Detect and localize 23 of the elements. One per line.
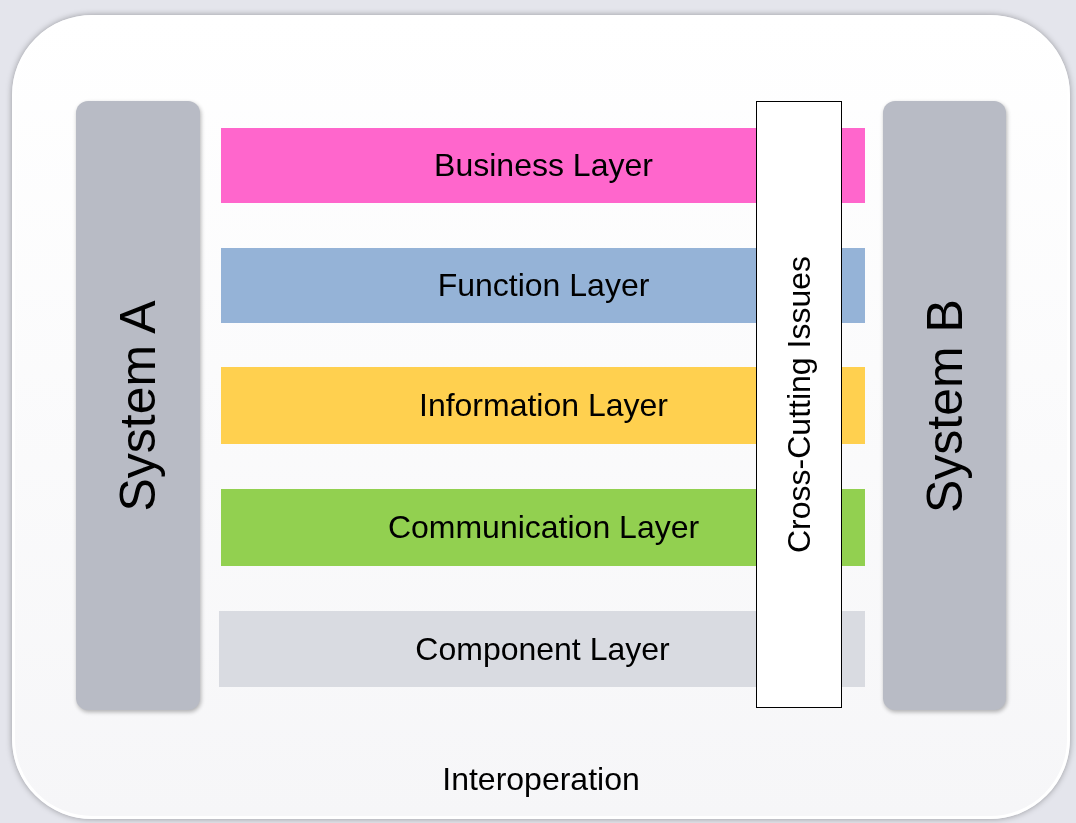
cross-cutting-bar — [756, 101, 842, 708]
layer-band — [219, 611, 757, 687]
layer-band — [221, 489, 757, 566]
layer-band — [221, 367, 757, 444]
layer-band-end — [842, 611, 865, 687]
system-panel — [76, 101, 200, 710]
system-panel — [883, 101, 1006, 710]
layer-label: Component Layer — [415, 630, 670, 668]
layer-band — [221, 128, 757, 203]
layer-label: Business Layer — [434, 147, 653, 184]
layer-label: Information Layer — [419, 387, 668, 424]
panel-caption: Interoperation — [441, 761, 641, 798]
layer-label: Function Layer — [437, 267, 650, 304]
layer-label: Communication Layer — [387, 509, 700, 546]
layer-band-end — [842, 367, 865, 444]
layer-band-end — [842, 489, 865, 566]
rounded-panel — [12, 15, 1070, 819]
system-label: System B — [915, 298, 974, 513]
system-label: System A — [109, 299, 167, 512]
layer-band-end — [842, 248, 865, 323]
layer-band — [221, 248, 757, 323]
bar-label: Cross-Cutting Issues — [780, 256, 818, 553]
layer-band-end — [842, 128, 865, 203]
